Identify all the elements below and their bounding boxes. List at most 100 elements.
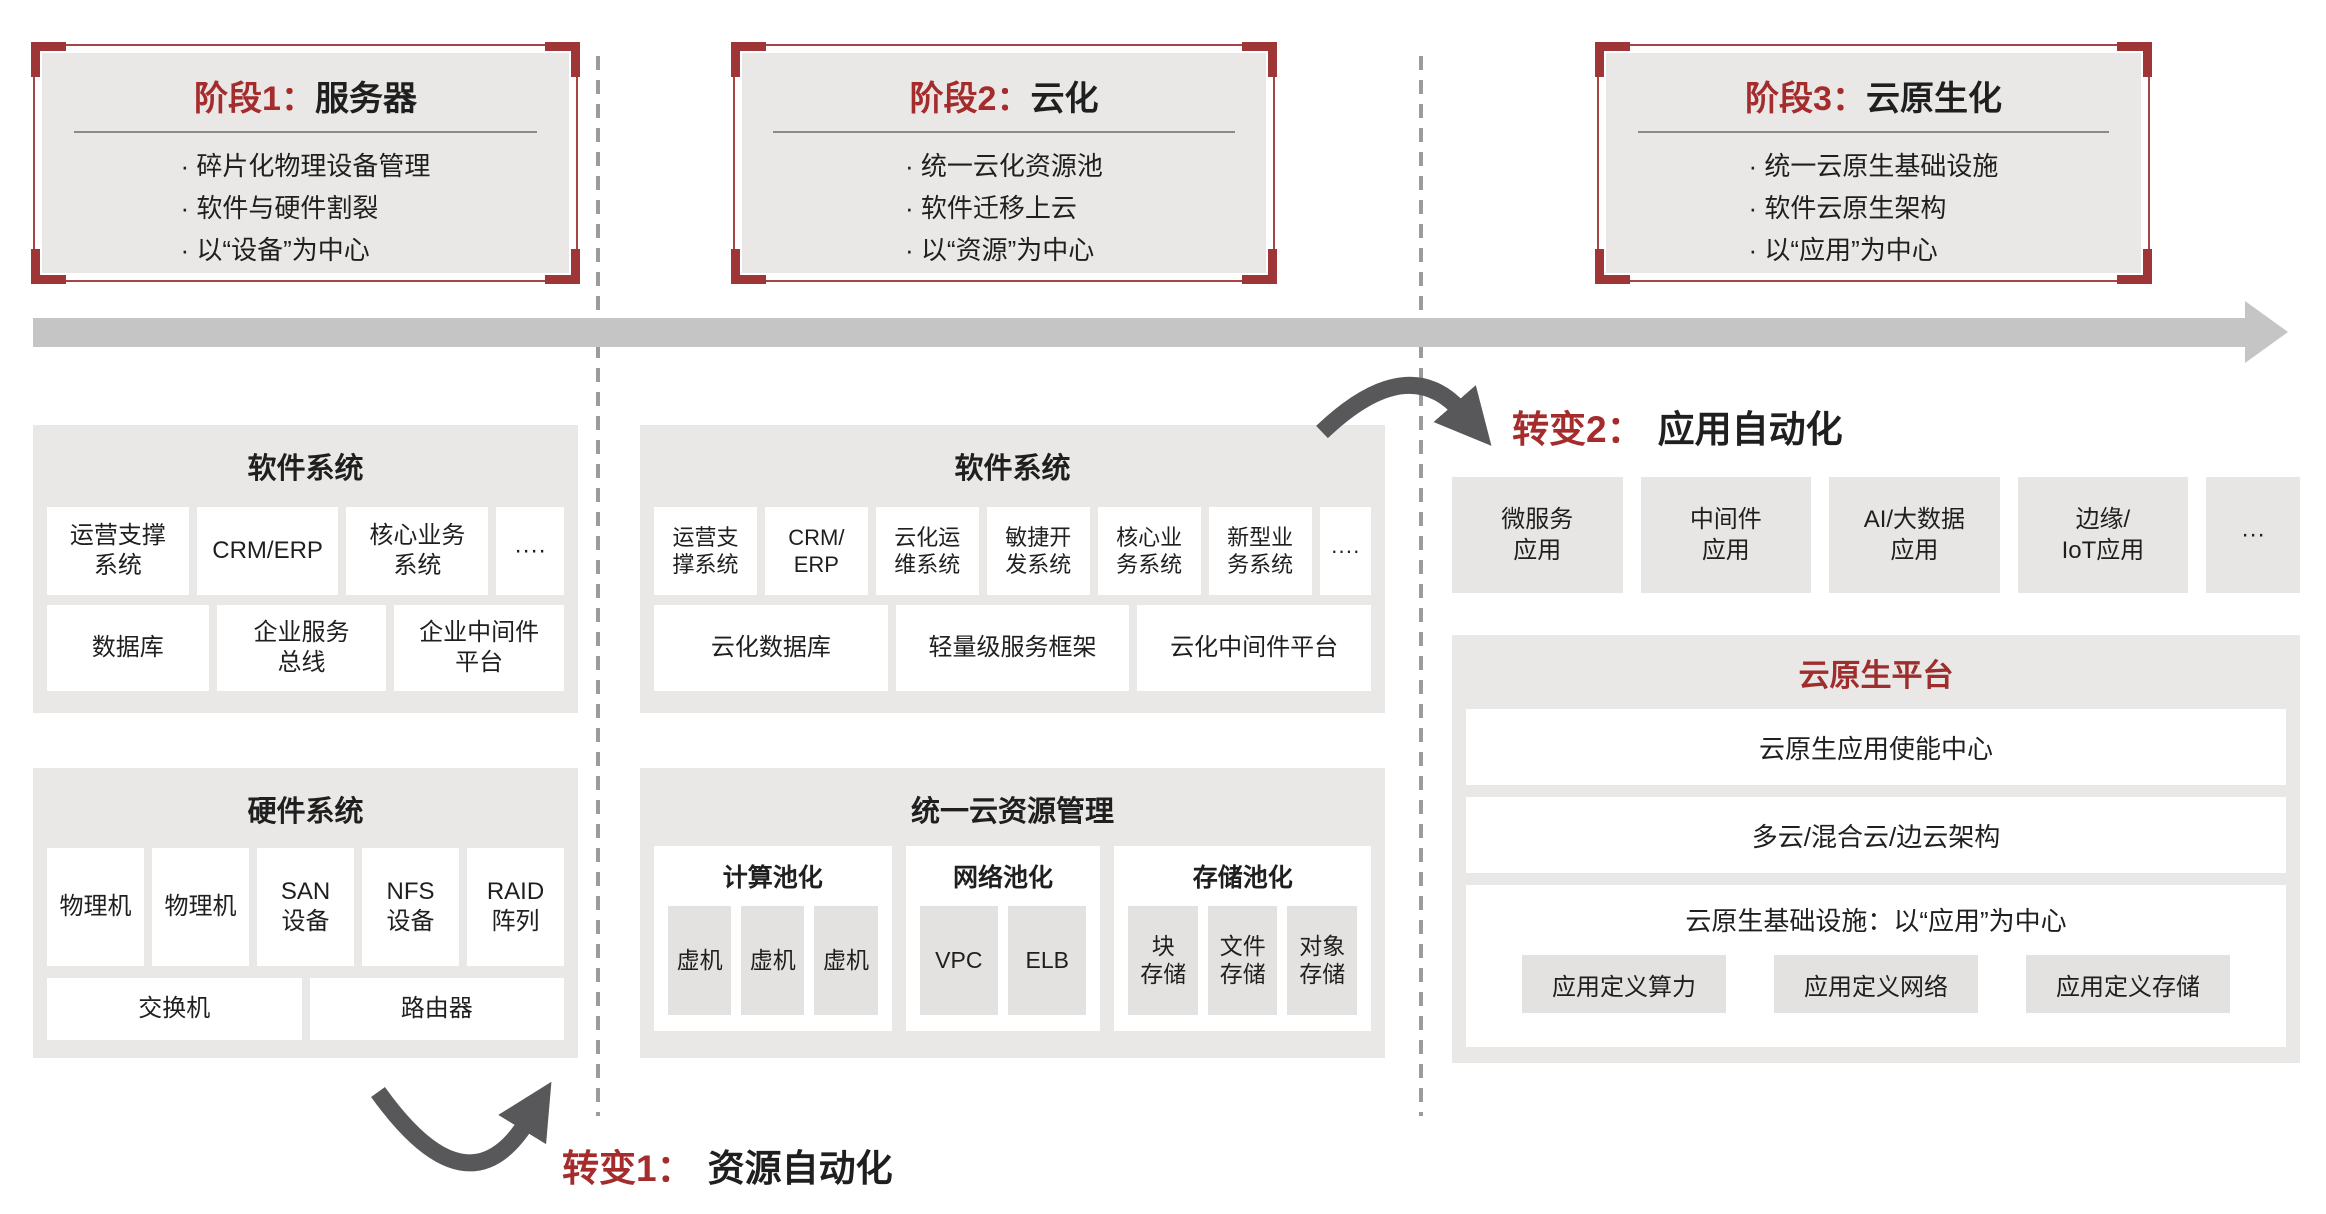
bullet-item: · 软件与硬件割裂 xyxy=(180,193,379,223)
divider-line xyxy=(1638,131,2109,133)
stage2-header-body: 阶段2：云化 · 统一云化资源池 · 软件迁移上云 · 以“资源”为中心 xyxy=(742,53,1266,273)
stage2-cloud-title: 统一云资源管理 xyxy=(910,796,1114,828)
stage3-title-prefix: 阶段3： xyxy=(1745,80,1866,118)
stage2-software-row2: 云化数据库 轻量级服务框架 云化中间件平台 xyxy=(654,605,1372,691)
app-chip-more: ··· xyxy=(2206,477,2300,593)
vm-chip: 虚机 xyxy=(741,906,805,1015)
software-cell: 核心业务 系统 xyxy=(346,507,489,595)
stage3-title: 阶段3：云原生化 xyxy=(1606,79,2141,119)
software-cell: 云化数据库 xyxy=(654,605,888,691)
software-cell: 企业服务 总线 xyxy=(216,605,387,691)
hardware-cell: NFS 设备 xyxy=(362,848,459,966)
transform1-text: 资源自动化 xyxy=(707,1148,893,1189)
infra-chips: 应用定义算力 应用定义网络 应用定义存储 xyxy=(1522,955,2230,1013)
stage1-software-row2: 数据库 企业服务 总线 企业中间件 平台 xyxy=(47,605,564,691)
pool-chips: 块 存储 文件 存储 对象 存储 xyxy=(1128,906,1358,1015)
vm-chip: 虚机 xyxy=(814,906,878,1015)
app-defined-storage-chip: 应用定义存储 xyxy=(2026,955,2230,1013)
stage1-title-prefix: 阶段1： xyxy=(194,80,315,118)
stage1-software-row1: 运营支撑 系统 CRM/ERP 核心业务 系统 ···· xyxy=(47,507,564,595)
stage1-bullets: · 碎片化物理设备管理 · 软件与硬件割裂 · 以“设备”为中心 xyxy=(181,145,431,271)
stage3-bullets: · 统一云原生基础设施 · 软件云原生架构 · 以“应用”为中心 xyxy=(1749,145,1999,271)
software-cell: 数据库 xyxy=(47,605,209,691)
compute-pool: 计算池化 虚机 虚机 虚机 xyxy=(654,846,892,1031)
app-chip: AI/大数据 应用 xyxy=(1829,477,2000,593)
software-cell: 运营支撑 系统 xyxy=(47,507,189,595)
software-cell: 核心业 务系统 xyxy=(1097,507,1201,595)
stage1-header-body: 阶段1：服务器 · 碎片化物理设备管理 · 软件与硬件割裂 · 以“设备”为中心 xyxy=(42,53,569,273)
software-cell: 云化中间件平台 xyxy=(1137,605,1372,691)
pool-chips: 虚机 虚机 虚机 xyxy=(668,906,878,1015)
stage2-software-row1: 运营支 撑系统 CRM/ ERP 云化运 维系统 敏捷开 发系统 核心业 务系统… xyxy=(654,507,1371,595)
platform-layer-enablement: 云原生应用使能中心 xyxy=(1466,709,2286,785)
stage2-bullets: · 统一云化资源池 · 软件迁移上云 · 以“资源”为中心 xyxy=(905,145,1103,271)
divider-line xyxy=(773,131,1235,133)
stage1-header-card: 阶段1：服务器 · 碎片化物理设备管理 · 软件与硬件割裂 · 以“设备”为中心 xyxy=(31,42,580,284)
software-cell: 运营支 撑系统 xyxy=(654,507,757,595)
app-chip: 边缘/ IoT应用 xyxy=(2017,477,2189,593)
elb-chip: ELB xyxy=(1008,906,1087,1015)
stage2-software-title: 软件系统 xyxy=(954,453,1071,485)
corner-bracket-icon xyxy=(545,249,580,284)
corner-bracket-icon xyxy=(1595,42,1630,77)
transform1-curved-arrow xyxy=(371,1081,552,1172)
bullet-item: · 软件迁移上云 xyxy=(905,193,1077,223)
resource-pools: 计算池化 虚机 虚机 虚机 网络池化 VPC ELB 存储池化 块 存储 文件 … xyxy=(654,846,1372,1031)
corner-bracket-icon xyxy=(31,42,66,77)
bullet-item: · 软件云原生架构 xyxy=(1748,193,1947,223)
platform-infra-layer: 云原生基础设施：以“应用”为中心 应用定义算力 应用定义网络 应用定义存储 xyxy=(1466,885,2286,1047)
hardware-cell: 物理机 xyxy=(152,848,249,966)
transform1-prefix: 转变1： xyxy=(562,1148,694,1189)
software-cell: 企业中间件 平台 xyxy=(394,605,564,691)
pool-label: 计算池化 xyxy=(722,864,823,892)
corner-bracket-icon xyxy=(1242,42,1277,77)
bullet-item: · 以“资源”为中心 xyxy=(905,235,1095,265)
storage-pool: 存储池化 块 存储 文件 存储 对象 存储 xyxy=(1114,846,1372,1031)
software-cell: ···· xyxy=(496,507,564,595)
hardware-cell: SAN 设备 xyxy=(257,848,354,966)
app-defined-network-chip: 应用定义网络 xyxy=(1774,955,1978,1013)
corner-bracket-icon xyxy=(2117,249,2152,284)
hardware-cell: RAID 阵列 xyxy=(467,848,564,966)
stage1-title-text: 服务器 xyxy=(314,80,417,118)
software-cell: CRM/ ERP xyxy=(764,507,868,595)
app-chip: 中间件 应用 xyxy=(1640,477,1812,593)
cloud-native-platform-panel: 云原生平台 云原生应用使能中心 多云/混合云/边云架构 云原生基础设施：以“应用… xyxy=(1452,635,2300,1063)
software-cell: 云化运 维系统 xyxy=(875,507,979,595)
infra-label: 云原生基础设施：以“应用”为中心 xyxy=(1685,906,2067,936)
software-cell: 敏捷开 发系统 xyxy=(986,507,1090,595)
transform1-label: 转变1： 资源自动化 xyxy=(562,1138,893,1192)
hardware-cell: 物理机 xyxy=(47,848,144,966)
divider-line xyxy=(73,131,538,133)
network-pool: 网络池化 VPC ELB xyxy=(905,846,1101,1031)
stage1-software-title: 软件系统 xyxy=(247,453,364,485)
block-storage-chip: 块 存储 xyxy=(1128,906,1198,1015)
software-cell: CRM/ERP xyxy=(196,507,339,595)
software-cell: 轻量级服务框架 xyxy=(895,605,1130,691)
corner-bracket-icon xyxy=(1242,249,1277,284)
stage2-title-text: 云化 xyxy=(1030,80,1099,118)
stage-divider-dashed-line-1 xyxy=(596,56,600,1116)
platform-layer-multicloud: 多云/混合云/边云架构 xyxy=(1466,797,2286,873)
software-cell: ···· xyxy=(1319,507,1371,595)
corner-bracket-icon xyxy=(731,249,766,284)
transform2-prefix: 转变2： xyxy=(1512,409,1644,450)
timeline-arrow-bar xyxy=(33,318,2245,347)
corner-bracket-icon xyxy=(31,249,66,284)
stage2-cloud-panel: 统一云资源管理 计算池化 虚机 虚机 虚机 网络池化 VPC ELB 存储池化 xyxy=(640,768,1385,1058)
app-chip: 微服务 应用 xyxy=(1452,477,1623,593)
stage3-header-card: 阶段3：云原生化 · 统一云原生基础设施 · 软件云原生架构 · 以“应用”为中… xyxy=(1595,42,2152,284)
bullet-item: · 碎片化物理设备管理 xyxy=(180,151,431,181)
corner-bracket-icon xyxy=(545,42,580,77)
bullet-item: · 统一云化资源池 xyxy=(905,151,1103,181)
file-storage-chip: 文件 存储 xyxy=(1207,906,1278,1015)
hardware-cell: 交换机 xyxy=(47,978,302,1040)
stage2-title-prefix: 阶段2： xyxy=(909,80,1031,118)
hardware-cell: 路由器 xyxy=(309,978,564,1040)
pool-label: 网络池化 xyxy=(953,864,1054,892)
platform-title: 云原生平台 xyxy=(1798,658,1954,693)
stage3-header-body: 阶段3：云原生化 · 统一云原生基础设施 · 软件云原生架构 · 以“应用”为中… xyxy=(1606,53,2141,273)
timeline-arrow-head-icon xyxy=(2245,301,2288,363)
transform2-label: 转变2：应用自动化 xyxy=(1512,399,1843,453)
